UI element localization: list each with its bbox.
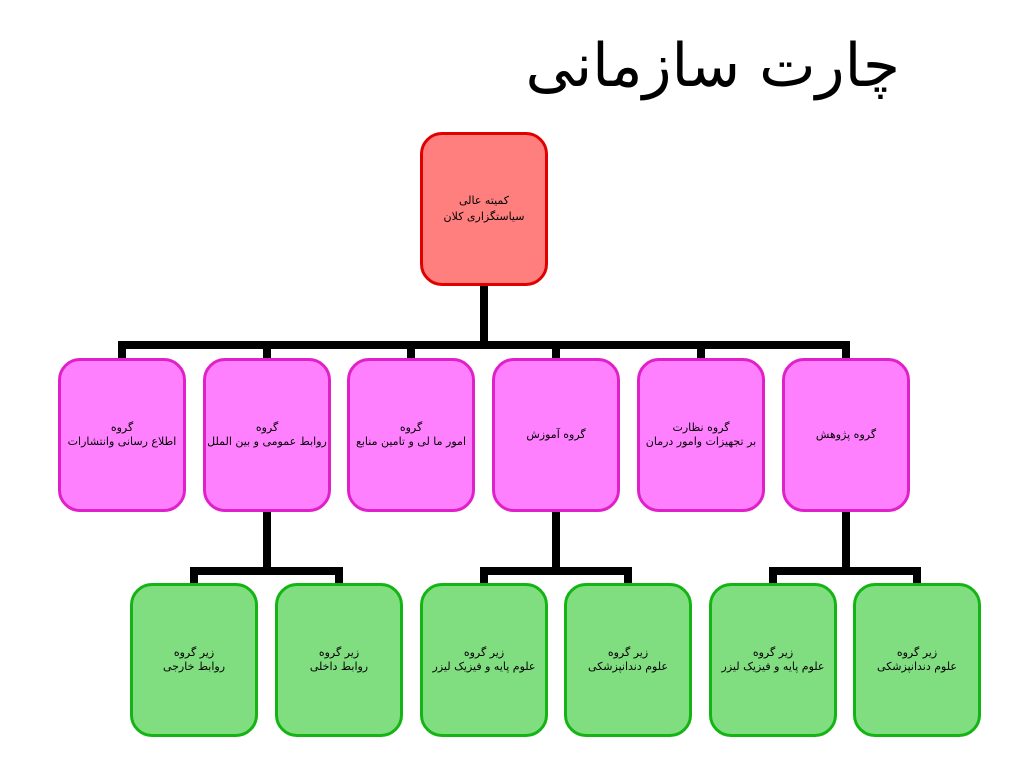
group-node[interactable]: گروه نظارت بر تجهیزات وامور درمان [637, 358, 765, 512]
top-node[interactable]: کمیته عالی سیاستگزاری کلان [420, 132, 548, 286]
group-node-line1: گروه [110, 421, 134, 434]
group-node-line1: گروه [255, 421, 279, 434]
group-node-line2: روابط عمومی و بین الملل [207, 435, 327, 448]
group-node[interactable]: گروه پژوهش [782, 358, 910, 512]
subgroup-node[interactable]: زیر گروه علوم پایه و فیزیک لیزر [420, 583, 548, 737]
subgroup-node-line2: علوم پایه و فیزیک لیزر [432, 660, 536, 673]
group-node[interactable]: گروه آموزش [492, 358, 620, 512]
top-node-line1: کمیته عالی [458, 194, 510, 207]
group-node[interactable]: گروه اطلاع رسانی وانتشارات [58, 358, 186, 512]
group-node-line1: گروه پژوهش [815, 428, 877, 441]
group-node-line1: گروه [399, 421, 423, 434]
subgroup-node-line2: علوم دندانپزشکی [877, 660, 957, 673]
subgroup-node-line1: زیر گروه [752, 646, 794, 659]
group-node-line2: بر تجهیزات وامور درمان [645, 435, 757, 448]
subgroup-node-line2: روابط خارجی [162, 660, 226, 673]
subgroup-node[interactable]: زیر گروه علوم پایه و فیزیک لیزر [709, 583, 837, 737]
group-node[interactable]: گروه امور ما لی و تامین منابع [347, 358, 475, 512]
subgroup-node[interactable]: زیر گروه روابط خارجی [130, 583, 258, 737]
subgroup-node-line2: علوم پایه و فیزیک لیزر [721, 660, 825, 673]
subgroup-node[interactable]: زیر گروه علوم دندانپزشکی [564, 583, 692, 737]
group-node-line1: گروه آموزش [526, 428, 586, 441]
group-node-line2: امور ما لی و تامین منابع [356, 435, 466, 448]
top-node-line2: سیاستگزاری کلان [443, 210, 525, 223]
group-node[interactable]: گروه روابط عمومی و بین الملل [203, 358, 331, 512]
subgroup-node-line1: زیر گروه [318, 646, 360, 659]
subgroup-node[interactable]: زیر گروه روابط داخلی [275, 583, 403, 737]
subgroup-node-line2: روابط داخلی [309, 660, 369, 673]
subgroup-node-line2: علوم دندانپزشکی [588, 660, 668, 673]
subgroup-node-line1: زیر گروه [896, 646, 938, 659]
group-node-line2: اطلاع رسانی وانتشارات [67, 435, 177, 448]
page-title: چارت سازمانی [525, 31, 900, 101]
subgroup-node[interactable]: زیر گروه علوم دندانپزشکی [853, 583, 981, 737]
subgroup-node-line1: زیر گروه [607, 646, 649, 659]
subgroup-node-line1: زیر گروه [173, 646, 215, 659]
group-node-line1: گروه نظارت [672, 421, 730, 434]
subgroup-node-line1: زیر گروه [463, 646, 505, 659]
